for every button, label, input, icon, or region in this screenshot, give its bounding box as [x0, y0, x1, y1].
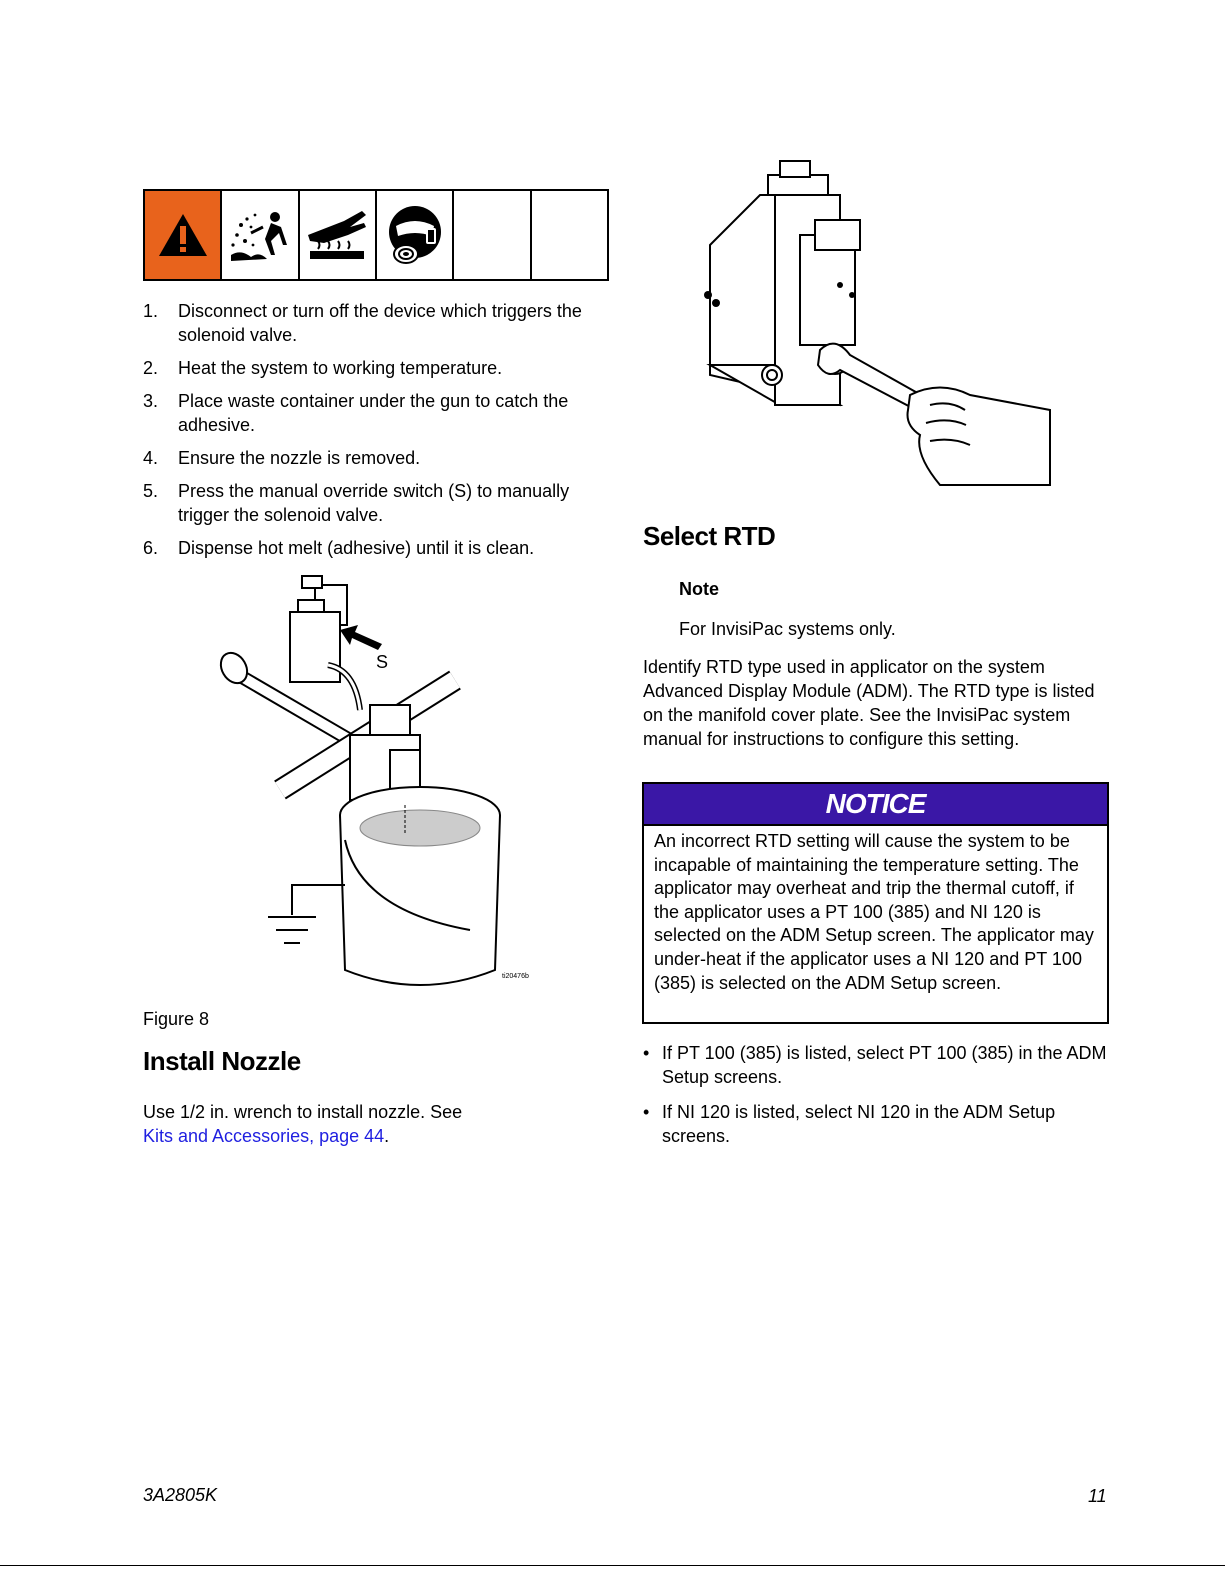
wrench-install-nozzle-illustration — [704, 160, 1051, 486]
step-text: Ensure the nozzle is removed. — [178, 448, 421, 468]
image-id: ti20476b — [502, 973, 529, 980]
select-rtd-body: Identify RTD type used in applicator on … — [643, 657, 1095, 749]
document-id: 3A2805K — [143, 1485, 218, 1505]
empty-cell — [532, 191, 607, 279]
rtd-selection-bullets: • If PT 100 (385) is listed, select PT 10… — [643, 1041, 1113, 1159]
hot-surface-burn-icon — [308, 211, 367, 259]
install-nozzle-instruction: Use 1/2 in. wrench to install nozzle. Se… — [143, 1102, 463, 1122]
section-heading-select-rtd: Select RTD — [643, 521, 776, 551]
step-text: Disconnect or turn off the device which … — [178, 301, 582, 345]
warning-triangle-icon — [158, 214, 207, 256]
step-number: 6. — [143, 538, 159, 558]
list-item: 1. Disconnect or turn off the device whic… — [143, 299, 613, 347]
list-item: 5. Press the manual override switch (S) t… — [143, 479, 613, 527]
hot-surface-cell — [300, 191, 377, 279]
dispense-into-bucket-illustration: S ti20476b — [219, 575, 529, 986]
list-item: • If NI 120 is listed, select NI 120 in t… — [643, 1100, 1113, 1148]
empty-cell — [454, 191, 532, 279]
hazard-symbol-strip — [143, 189, 609, 281]
step-number: 1. — [143, 301, 159, 321]
step-text: Heat the system to working temperature. — [178, 358, 503, 378]
step-number: 3. — [143, 391, 159, 411]
step-text: Dispense hot melt (adhesive) until it is… — [178, 538, 535, 558]
face-protection-icon — [388, 206, 441, 264]
notice-heading: NOTICE — [644, 784, 1107, 826]
note-text: For InvisiPac systems only. — [679, 619, 896, 639]
step-number: 2. — [143, 358, 159, 378]
ground-symbol — [268, 884, 345, 944]
install-nozzle-text: Use 1/2 in. wrench to install nozzle. Se… — [143, 1100, 603, 1148]
splash-hazard-cell — [222, 191, 300, 279]
punctuation: . — [384, 1126, 390, 1146]
list-item: 3. Place waste container under the gun to… — [143, 389, 613, 437]
notice-box: NOTICE An incorrect RTD setting will cau… — [642, 782, 1109, 1024]
step-number: 5. — [143, 481, 159, 501]
procedure-steps: 1. Disconnect or turn off the device whic… — [143, 299, 613, 569]
override-switch-arrow — [340, 625, 382, 650]
kits-accessories-link[interactable]: Kits and Accessories, page 44 — [143, 1126, 385, 1146]
notice-text: An incorrect RTD setting will cause the … — [654, 831, 1094, 993]
note-title: Note — [679, 579, 719, 599]
list-item: 6. Dispense hot melt (adhesive) until it … — [143, 536, 613, 560]
face-protection-cell — [377, 191, 455, 279]
bottom-rule — [0, 1565, 1225, 1566]
bullet-text: If PT 100 (385) is listed, select PT 100… — [662, 1043, 1107, 1087]
callout-s: S — [376, 652, 388, 672]
section-heading-install-nozzle: Install Nozzle — [143, 1046, 301, 1076]
step-text: Press the manual override switch (S) to … — [178, 481, 570, 525]
list-item: 2. Heat the system to working temperature… — [143, 356, 613, 380]
step-text: Place waste container under the gun to c… — [178, 391, 569, 435]
list-item: • If PT 100 (385) is listed, select PT 10… — [643, 1041, 1113, 1089]
list-item: 4. Ensure the nozzle is removed. — [143, 446, 613, 470]
splash-hazard-icon — [230, 212, 287, 261]
page-number: 11 — [1088, 1486, 1107, 1506]
bullet-dot: • — [643, 1102, 650, 1122]
figure-caption: Figure 8 — [143, 1009, 210, 1029]
step-number: 4. — [143, 448, 159, 468]
bullet-text: If NI 120 is listed, select NI 120 in th… — [662, 1102, 1056, 1146]
bullet-dot: • — [643, 1043, 650, 1063]
warning-triangle-cell — [145, 191, 223, 279]
